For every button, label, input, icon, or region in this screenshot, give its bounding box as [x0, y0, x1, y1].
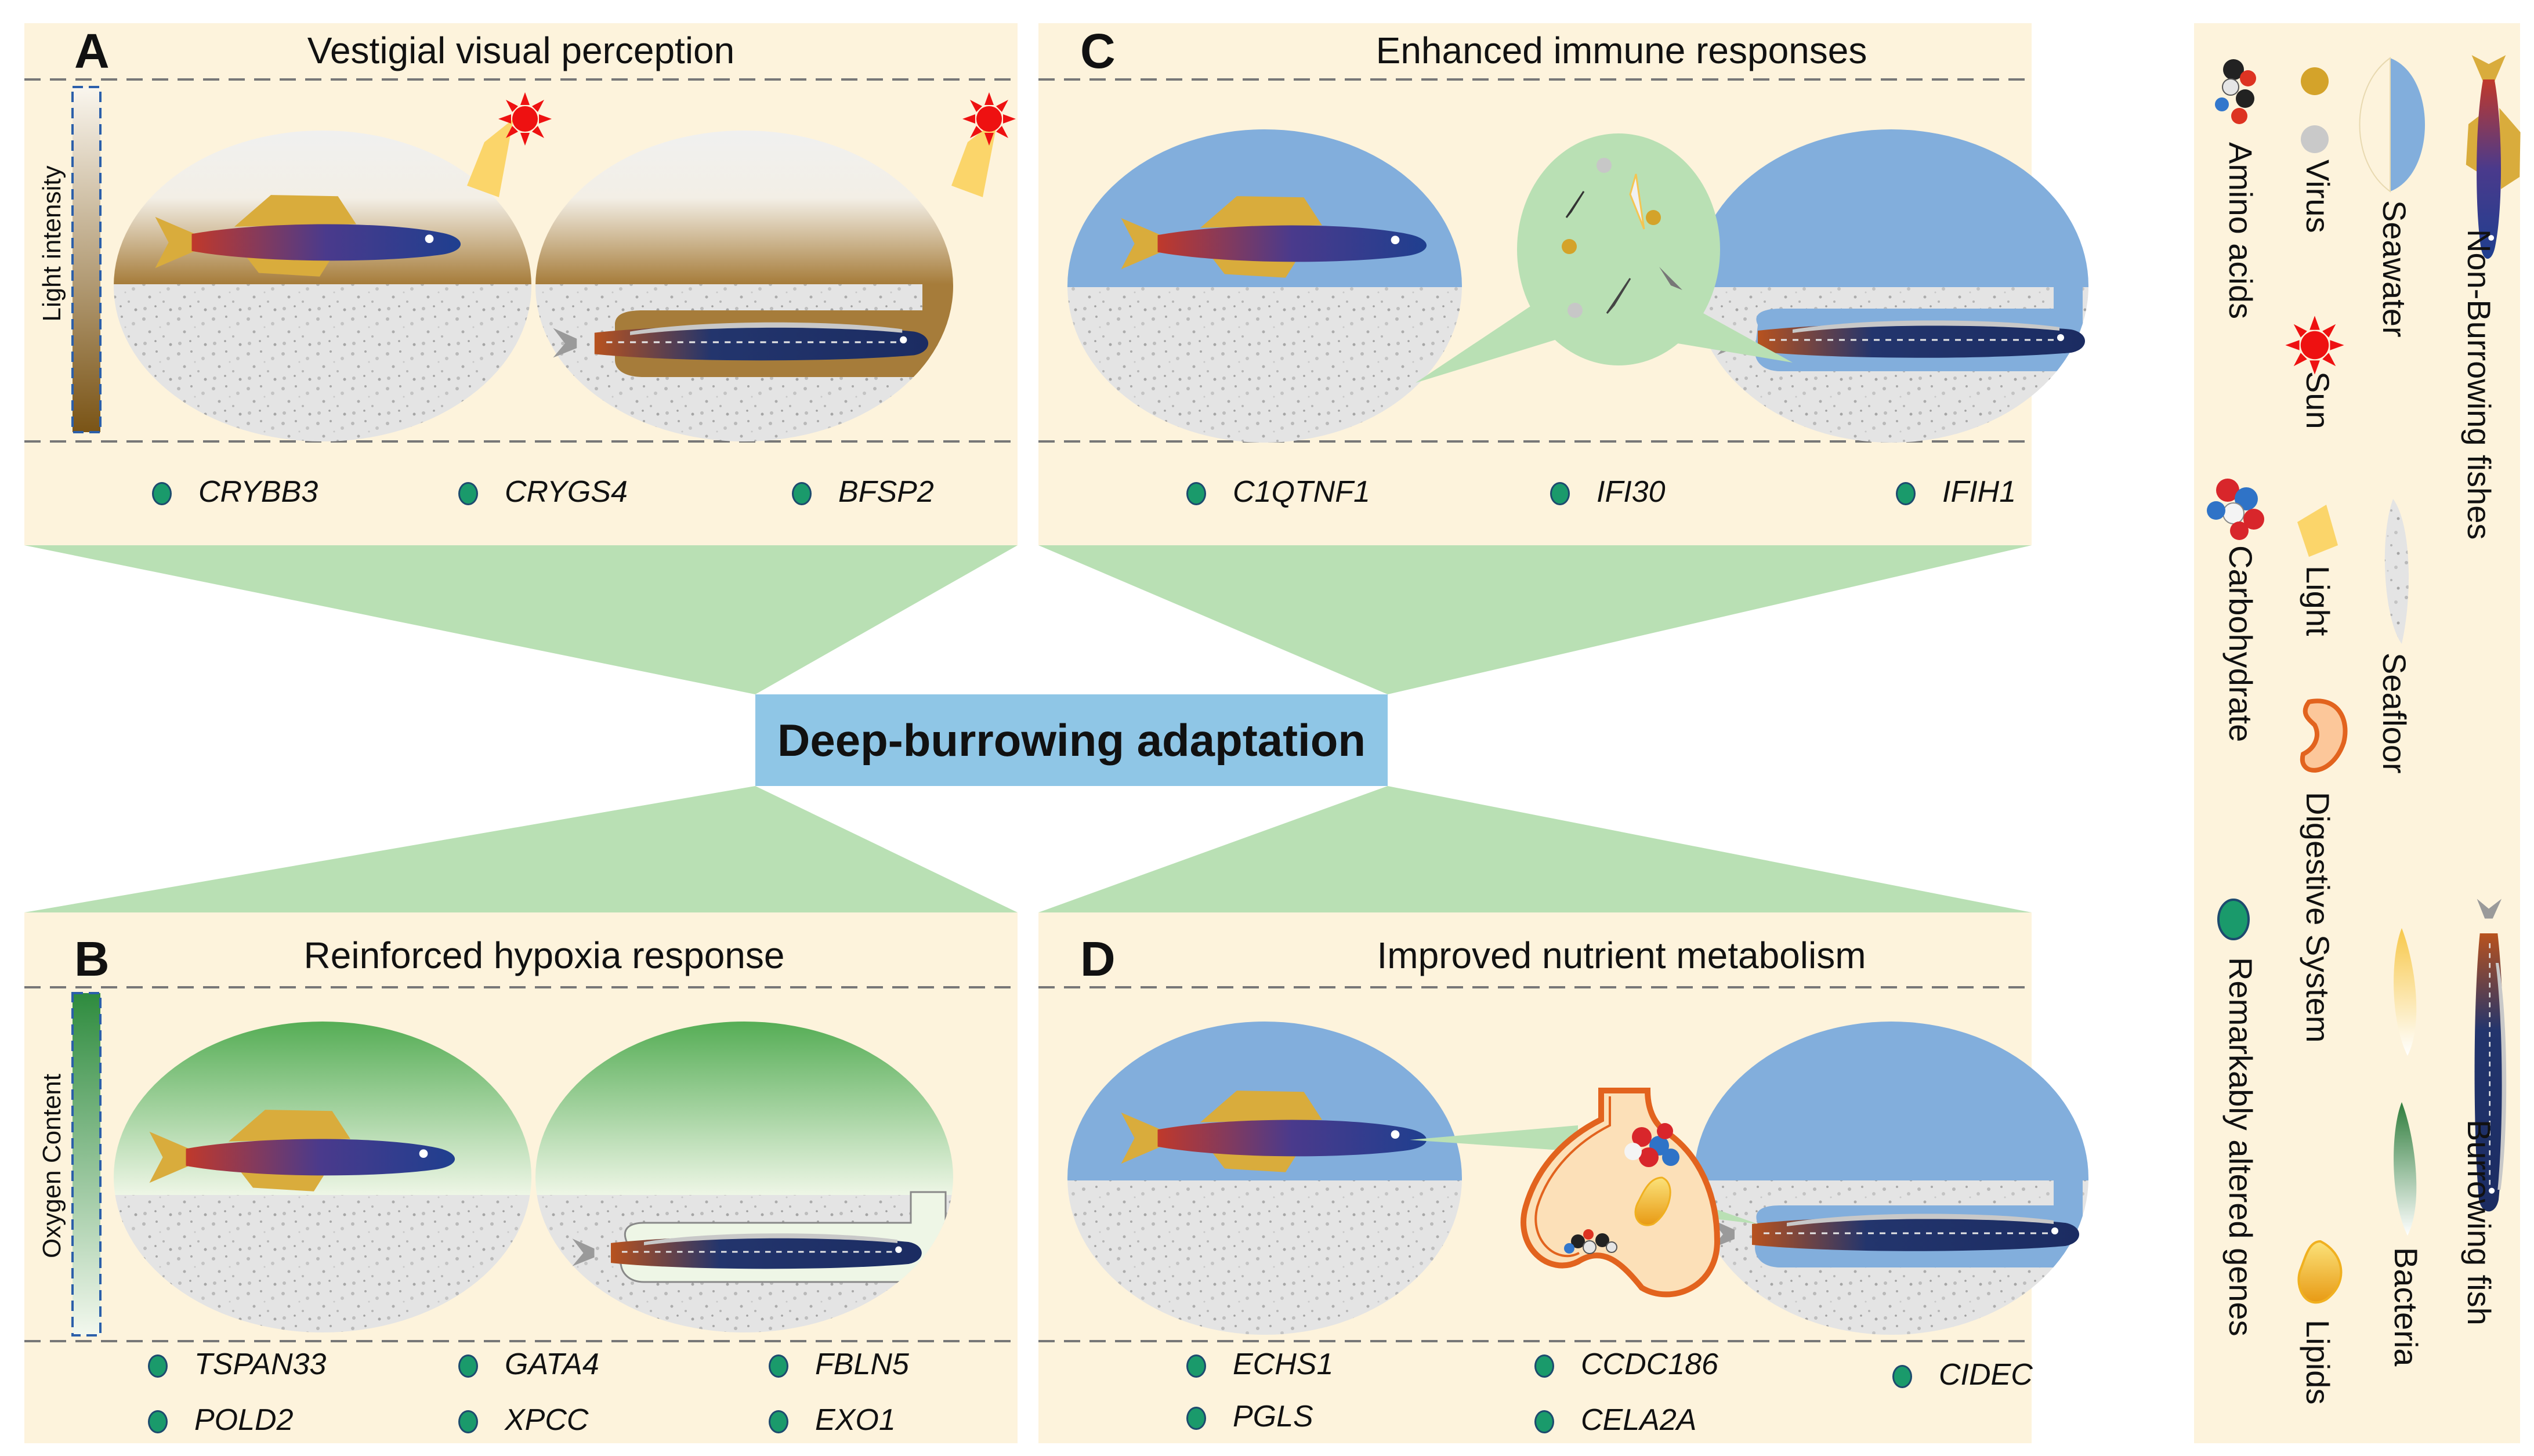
gene-item: CRYBB3 — [152, 475, 318, 509]
gene-dot-icon — [152, 482, 172, 506]
legend-seawater-icon — [2390, 58, 2425, 191]
lipid-icon — [1634, 1176, 1671, 1226]
light-beam-icon — [467, 119, 513, 197]
legend-sun-icon — [2285, 316, 2344, 375]
immune-zoom-bubble — [1416, 133, 1793, 383]
legend-amino-acids-label: Amino acids — [2222, 142, 2259, 320]
carbohydrate-icon — [1624, 1123, 1679, 1167]
gene-item: CELA2A — [1534, 1403, 1696, 1437]
legend-non-burrowing-label: Non-Burrowing fishes — [2461, 229, 2497, 540]
legend-digestive-label: Digestive System — [2300, 792, 2336, 1043]
oxygen-content-bar — [71, 992, 102, 1337]
gene-dot-icon — [1892, 1365, 1912, 1389]
legend-seafloor-label: Seafloor — [2376, 653, 2413, 774]
legend-seawater-label: Seawater — [2376, 200, 2413, 338]
gene-dot-icon — [1534, 1354, 1554, 1378]
panel-a-title: Vestigial visual perception — [307, 30, 735, 71]
panel-letter-a: A — [74, 24, 110, 78]
gene-item: CCDC186 — [1534, 1347, 1718, 1382]
legend-virus-icon — [2301, 67, 2329, 153]
gene-dot-icon — [769, 1410, 788, 1434]
legend-bacteria-icon — [2394, 1102, 2417, 1236]
panel-letter-b: B — [74, 932, 110, 986]
legend-light-label: Light — [2300, 566, 2336, 636]
gene-dot-icon — [792, 482, 812, 506]
panel-letter-d: D — [1080, 932, 1116, 986]
gene-item: TSPAN33 — [148, 1347, 326, 1382]
light-intensity-label: Light intensity — [38, 165, 66, 322]
gene-dot-icon — [148, 1410, 168, 1434]
legend-lipid-icon — [2297, 1240, 2343, 1304]
gene-item: EXO1 — [769, 1403, 896, 1437]
gene-dot-icon — [148, 1354, 168, 1378]
gene-dot-icon — [1186, 1407, 1206, 1430]
central-adaptation-label: Deep-burrowing adaptation — [755, 694, 1388, 786]
panel-b-title: Reinforced hypoxia response — [303, 935, 785, 976]
light-beam-icon — [951, 119, 998, 197]
legend-genes-label: Remarkably altered genes — [2222, 957, 2259, 1337]
gene-item: CIDEC — [1892, 1357, 2033, 1392]
gene-dot-icon — [1186, 1354, 1206, 1378]
legend-carbohydrate-label: Carbohydrate — [2222, 545, 2259, 743]
digestive-link — [1410, 1125, 1578, 1151]
dashed-dividers — [24, 78, 2032, 1342]
legend-amino-acids-icon — [2215, 59, 2256, 124]
gene-item: C1QTNF1 — [1186, 475, 1370, 509]
legend-digestive-icon — [2300, 698, 2348, 773]
gene-item: GATA4 — [458, 1347, 599, 1382]
legend-bacteria-label: Bacteria — [2388, 1247, 2424, 1367]
gene-item: ECHS1 — [1186, 1347, 1333, 1382]
legend-lipids-label: Lipids — [2300, 1320, 2336, 1405]
gene-dot-icon — [1550, 482, 1570, 506]
legend-carbohydrate-icon — [2207, 479, 2264, 540]
legend-virus-label: Virus — [2300, 160, 2336, 233]
gene-item: BFSP2 — [792, 475, 934, 509]
legend-sun-label: Sun — [2300, 371, 2336, 429]
panel-letter-c: C — [1080, 24, 1116, 78]
gene-dot-icon — [769, 1354, 788, 1378]
gene-item: XPCC — [458, 1403, 588, 1437]
gene-item: CRYGS4 — [458, 475, 628, 509]
amino-acid-icon — [1564, 1229, 1617, 1254]
funnel-d — [1038, 786, 2032, 912]
gene-dot-icon — [458, 482, 478, 506]
legend-gene-dot-icon — [2217, 899, 2250, 940]
panel-d-title: Improved nutrient metabolism — [1377, 935, 1866, 976]
legend-light-gradient-icon — [2394, 928, 2417, 1056]
gene-dot-icon — [1896, 482, 1916, 506]
legend-burrowing-fish-label: Burrowing fish — [2461, 1120, 2497, 1325]
legend-seawater-outline — [2359, 57, 2391, 193]
gene-dot-icon — [458, 1410, 478, 1434]
gene-item: IFIH1 — [1896, 475, 2016, 509]
gene-item: FBLN5 — [769, 1347, 909, 1382]
gene-dot-icon — [1186, 482, 1206, 506]
gene-item: IFI30 — [1550, 475, 1666, 509]
gene-item: PGLS — [1186, 1399, 1313, 1434]
funnel-a — [24, 545, 1018, 694]
light-intensity-bar — [71, 86, 102, 433]
funnel-c — [1038, 545, 2032, 694]
gene-dot-icon — [1534, 1410, 1554, 1434]
sun-icon — [962, 92, 1016, 146]
legend-background — [2194, 23, 2520, 1443]
gene-item: POLD2 — [148, 1403, 294, 1437]
legend-light-icon — [2297, 505, 2338, 557]
legend-seafloor-icon — [2384, 499, 2409, 644]
panel-c-title: Enhanced immune responses — [1375, 30, 1867, 71]
gene-dot-icon — [458, 1354, 478, 1378]
oxygen-content-label: Oxygen Content — [38, 1074, 66, 1258]
sun-icon — [498, 92, 552, 146]
funnel-b — [24, 786, 1018, 912]
